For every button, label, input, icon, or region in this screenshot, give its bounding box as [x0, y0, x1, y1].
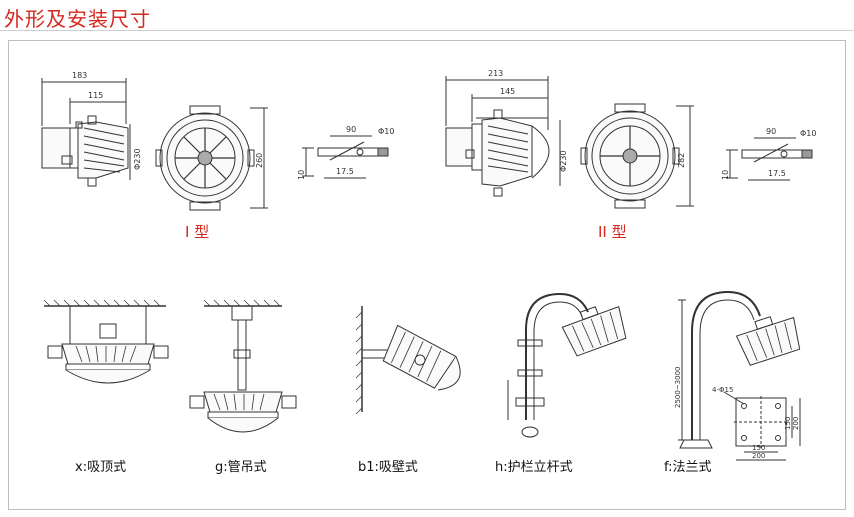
type2-label: II 型 [598, 223, 627, 241]
wall-mount-drawing [355, 306, 461, 415]
type2-side-view: 213 145 Φ230 [445, 69, 568, 197]
caption-pipe-pendant: g:管吊式 [215, 460, 267, 475]
type2-bracket-height: 10 [721, 170, 730, 180]
type1-bracket-length: 90 [346, 125, 356, 134]
type1-bracket-width: 17.5 [336, 167, 354, 176]
page-title: 外形及安装尺寸 [4, 7, 151, 31]
type1-label: I 型 [185, 223, 210, 241]
type1-side-view: 183 115 Φ230 [41, 71, 142, 187]
type1-diameter: Φ230 [133, 148, 142, 170]
flange-inner-height: 150 [784, 417, 792, 430]
caption-railing-pole: h:护栏立杆式 [495, 460, 573, 475]
type1-hole: Φ10 [378, 127, 394, 136]
flange-outer-width: 200 [752, 452, 765, 460]
type1-bracket-height: 10 [297, 170, 306, 180]
type2-width-body: 145 [500, 87, 515, 96]
flange-hole-label: 4-Φ15 [712, 386, 733, 394]
type2-bracket-detail: 90 Φ10 10 17.5 [721, 127, 816, 181]
type1-front-view: 260 [155, 105, 268, 211]
type1-height: 260 [255, 153, 264, 168]
flange-outer-height: 200 [792, 417, 800, 430]
flange-inner-width: 150 [752, 444, 765, 452]
type2-height: 282 [677, 153, 686, 168]
type2-diameter: Φ230 [559, 150, 568, 172]
type1-width-total: 183 [72, 71, 87, 80]
type2-hole: Φ10 [800, 129, 816, 138]
drawing-frame [8, 40, 846, 510]
caption-wall-mount: b1:吸壁式 [358, 460, 418, 475]
railing-pole-drawing [507, 292, 627, 438]
title-divider [0, 30, 854, 31]
caption-flange-mount: f:法兰式 [664, 460, 712, 475]
flange-pole-drawing: 2500~3000 4-Φ15 150 200 150 200 [674, 290, 801, 461]
type2-front-view: 282 [580, 103, 694, 209]
type2-bracket-width: 17.5 [768, 169, 786, 178]
ceiling-mount-drawing [43, 299, 169, 384]
caption-ceiling-mount: x:吸顶式 [75, 460, 127, 475]
type1-bracket-detail: 90 Φ10 10 17.5 [297, 125, 394, 180]
pipe-pendant-drawing [189, 299, 297, 433]
type1-width-body: 115 [88, 91, 103, 100]
type2-width-total: 213 [488, 69, 503, 78]
type2-bracket-length: 90 [766, 127, 776, 136]
pole-height-label: 2500~3000 [674, 367, 682, 409]
